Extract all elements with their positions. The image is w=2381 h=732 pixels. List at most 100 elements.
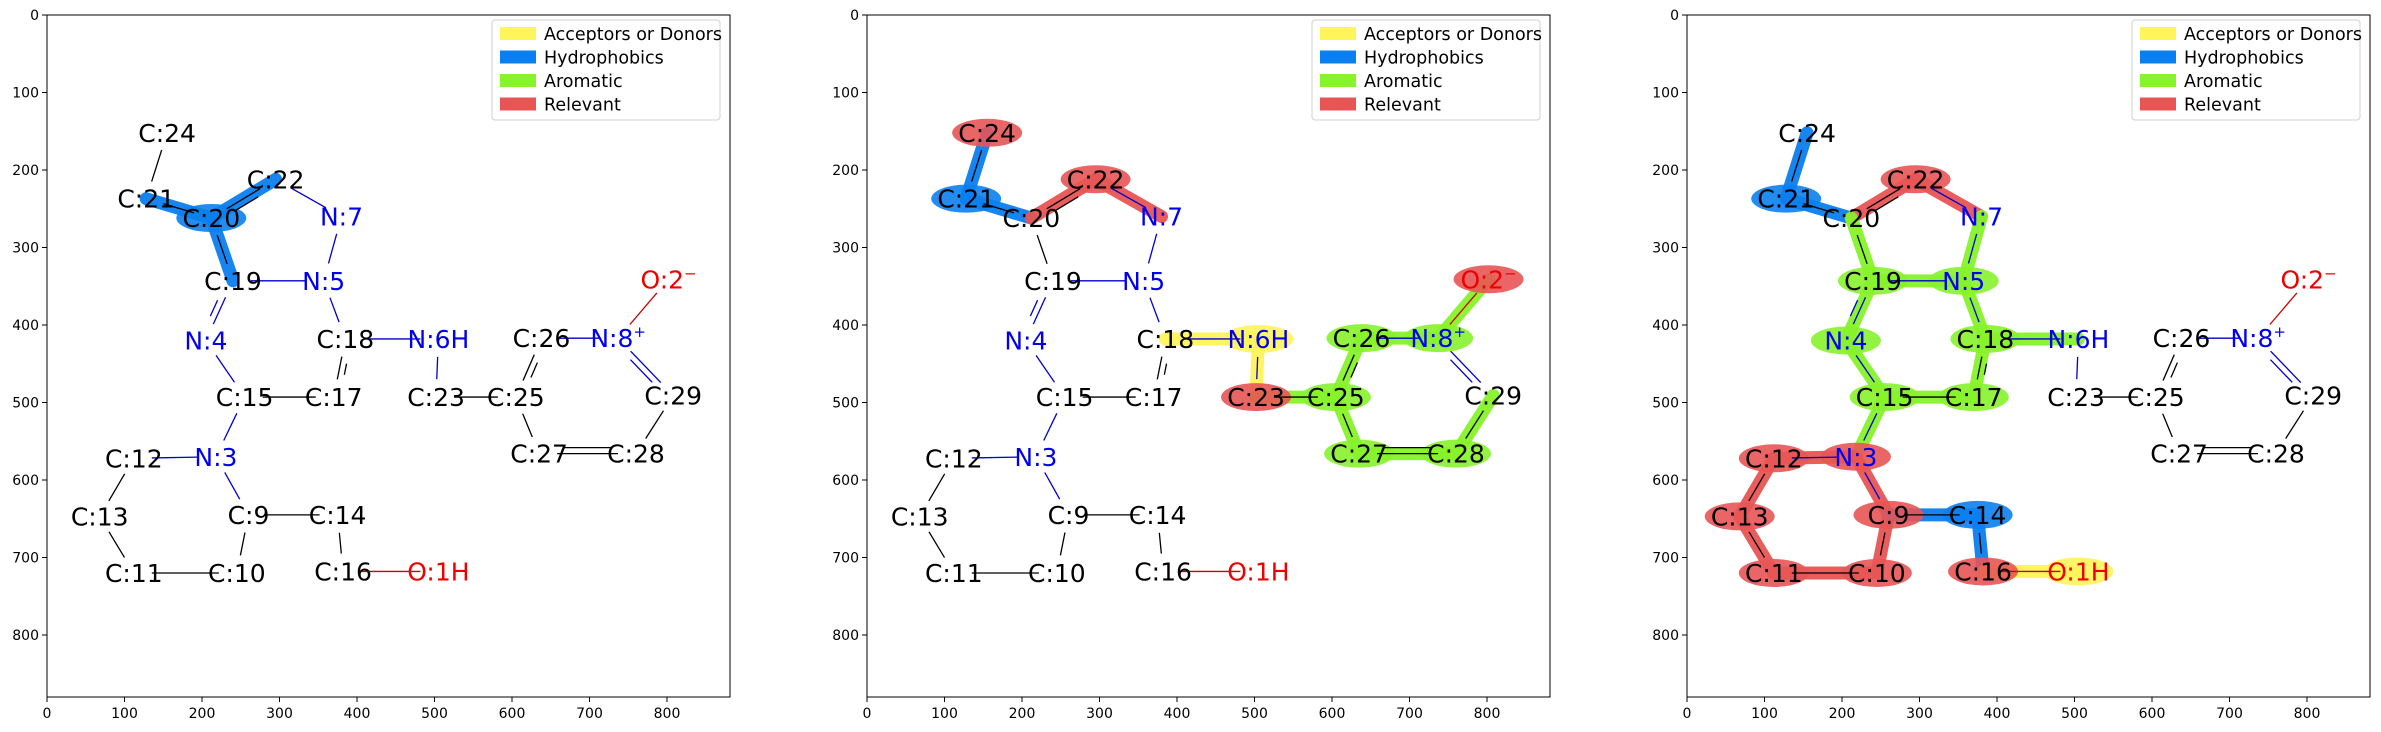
atom-label-n-7: N:7 [1140, 203, 1183, 232]
bond-line [1856, 234, 1868, 265]
bond-line [1342, 354, 1355, 381]
atom-label-c-10: C:10 [208, 559, 266, 588]
legend-label-relevant: Relevant [2184, 96, 2261, 116]
bond-line [223, 413, 238, 441]
atom-text: C:17 [1125, 383, 1183, 412]
y-tick-label: 800 [832, 628, 859, 644]
bond-line [1855, 354, 1875, 383]
x-tick-label: 400 [1164, 706, 1191, 722]
atom-text: N:7 [1960, 203, 2003, 232]
atom-text: N:3 [194, 443, 237, 472]
x-tick-label: 300 [266, 706, 293, 722]
atom-text: C:22 [1887, 165, 1945, 194]
bond-line [215, 354, 235, 383]
atom-label-n-7: N:7 [1960, 203, 2003, 232]
atom-text: N:8 [1410, 324, 1453, 353]
atom-text: C:28 [2247, 440, 2305, 469]
atom-text: C:29 [2284, 382, 2342, 411]
atom-text: C:25 [487, 383, 545, 412]
atom-highlight-aromatic [1928, 266, 1999, 295]
atom-text: C:28 [607, 440, 665, 469]
atom-text: C:14 [1129, 501, 1187, 530]
atom-text: N:5 [1942, 267, 1985, 296]
y-tick-label: 700 [832, 551, 859, 567]
double-bond-line [1350, 362, 1358, 378]
atom-label-c-18: C:18 [1137, 325, 1195, 354]
axes-frame [46, 14, 731, 698]
atom-label-c-10: C:10 [1028, 559, 1086, 588]
x-tick-label: 100 [1751, 706, 1778, 722]
atom-label-c-14: C:14 [1949, 501, 2007, 530]
atom-label-c-18: C:18 [1957, 325, 2015, 354]
atom-highlight-aromatic [1810, 326, 1881, 355]
atom-text: N:5 [302, 267, 345, 296]
atom-text: N:8 [590, 324, 633, 353]
atom-text: C:20 [1822, 204, 1880, 233]
x-tick-label: 400 [344, 706, 371, 722]
atom-text: C:12 [1745, 444, 1803, 473]
bond-line [290, 187, 327, 209]
x-tick-label: 600 [2139, 706, 2166, 722]
y-tick-label: 400 [12, 318, 39, 334]
x-tick-label: 700 [576, 706, 603, 722]
atom-label-c-12: C:12 [925, 444, 983, 473]
y-tick-label: 300 [12, 241, 39, 257]
double-bond-line [530, 362, 538, 378]
atom-label-o-1h: O:1H [407, 557, 469, 586]
atom-text: C:21 [1757, 185, 1815, 214]
bond-line [1158, 532, 1162, 554]
atom-highlight-relevant [1738, 559, 1809, 587]
atom-text: C:17 [305, 383, 363, 412]
x-tick-label: 600 [1319, 706, 1346, 722]
legend-swatch-hydrophobics [2140, 50, 2176, 64]
atom-text: C:13 [891, 502, 949, 531]
x-tick-label: 0 [863, 706, 872, 722]
legend-box [2131, 19, 2361, 121]
bond-line [971, 149, 983, 182]
double-bond-line [1054, 196, 1079, 212]
atom-text: C:9 [1868, 501, 1910, 530]
bond-line [2162, 354, 2175, 381]
atom-label-c-23: C:23 [407, 383, 465, 412]
atom-text: C:15 [216, 383, 274, 412]
atom-label-c-26: C:26 [2153, 324, 2211, 353]
atom-label-c-23: C:23 [2047, 383, 2105, 412]
atom-label-c-26: C:26 [513, 324, 571, 353]
x-tick-label: 500 [421, 706, 448, 722]
bond-line [1969, 297, 1980, 323]
bond-line [329, 297, 340, 323]
bond-line [212, 296, 227, 325]
atom-label-n-5: N:5 [1122, 267, 1165, 296]
double-bond-line [234, 196, 259, 212]
bond-line [338, 532, 342, 554]
atom-text: N:6H [1227, 325, 1289, 354]
atom-text: O:1H [2047, 557, 2109, 586]
atom-label-n-4: N:4 [1824, 327, 1867, 356]
atom-text: C:26 [1333, 324, 1391, 353]
atom-text: C:20 [182, 204, 240, 233]
atom-charge: − [2324, 264, 2337, 282]
bond-line [928, 531, 946, 558]
y-tick-label: 100 [12, 86, 39, 102]
atom-text: C:18 [1957, 325, 2015, 354]
atom-label-c-13: C:13 [891, 502, 949, 531]
bond-line [1866, 188, 1901, 210]
legend-label-aromatic: Aromatic [544, 72, 623, 92]
atom-label-c-15: C:15 [1856, 383, 1914, 412]
x-tick-label: 300 [1086, 706, 1113, 722]
atom-label-c-29: C:29 [1464, 382, 1522, 411]
atom-text: C:22 [247, 165, 305, 194]
atom-text: O:2 [2280, 265, 2324, 294]
atom-highlight-relevant [1841, 559, 1912, 587]
legend-label-relevant: Relevant [544, 96, 621, 116]
atom-text: C:24 [138, 119, 196, 148]
atom-text: C:16 [1134, 557, 1192, 586]
x-tick-label: 0 [1683, 706, 1692, 722]
bond-line [1879, 532, 1886, 556]
axes-frame [1686, 14, 2371, 698]
y-tick-label: 100 [1652, 86, 1679, 102]
x-tick-label: 300 [1906, 706, 1933, 722]
atom-label-c-11: C:11 [1745, 559, 1803, 588]
atom-label-n-5: N:5 [302, 267, 345, 296]
